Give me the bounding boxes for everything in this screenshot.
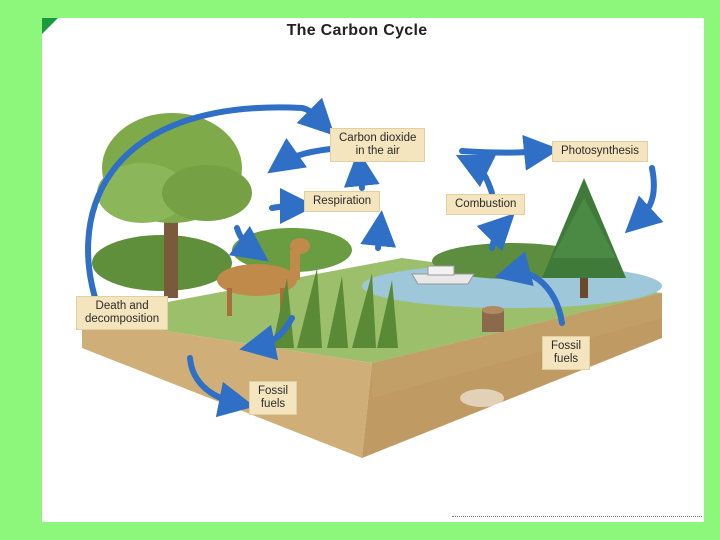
tree-stump <box>482 306 504 332</box>
arrow-tree-to-resp <box>272 206 298 208</box>
label-combustion: Combustion <box>446 194 525 215</box>
label-fossil-fuels-left: Fossil fuels <box>249 381 297 415</box>
label-death-decomposition: Death and decomposition <box>76 296 168 330</box>
carbon-cycle-illustration <box>42 18 704 522</box>
label-respiration: Respiration <box>304 191 380 212</box>
label-photosynthesis: Photosynthesis <box>552 141 648 162</box>
arrow-photo-down <box>638 168 654 221</box>
highlight-glow <box>460 389 504 407</box>
diagram-title: The Carbon Cycle <box>42 22 672 40</box>
arrow-co2-to-photo <box>462 151 542 153</box>
diagram-panel: The Carbon Cycle Carbon dioxide in the a… <box>42 18 704 522</box>
arrow-comb-up <box>472 163 492 193</box>
arrow-up-center <box>378 228 380 248</box>
credit-line <box>452 516 702 521</box>
arrow-resp-up <box>360 168 362 188</box>
label-fossil-fuels-right: Fossil fuels <box>542 336 590 370</box>
label-carbon-dioxide: Carbon dioxide in the air <box>330 128 425 162</box>
